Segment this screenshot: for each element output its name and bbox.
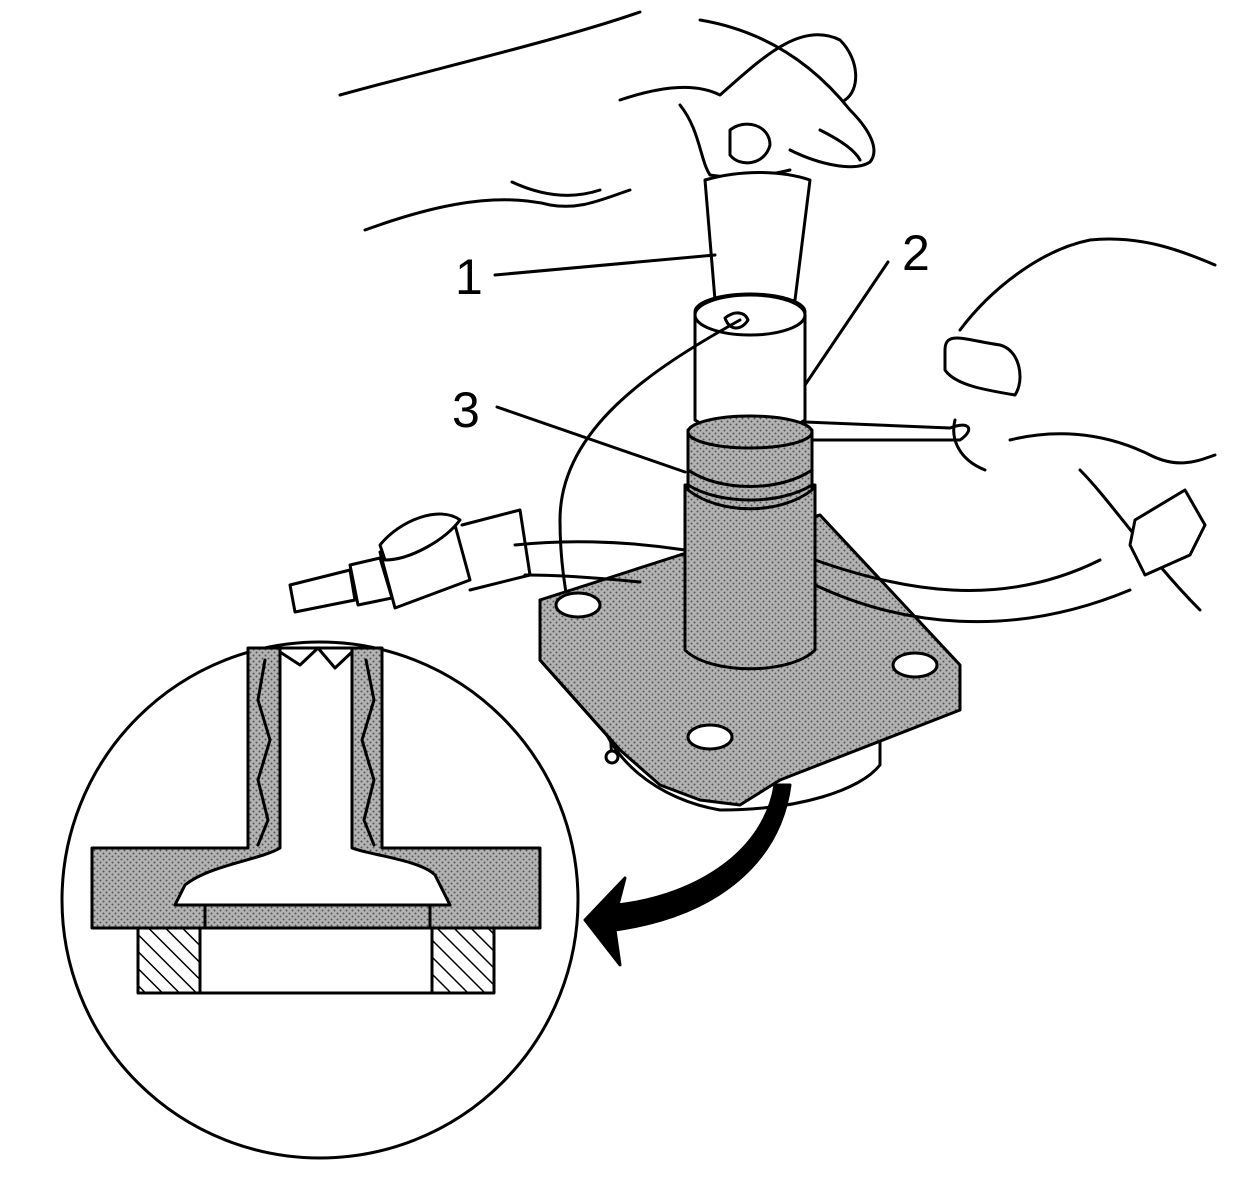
seal-installer-sleeve: [683, 414, 817, 671]
leader-line-1: [493, 253, 717, 277]
air-hose: [288, 508, 1132, 624]
leader-line-2: [803, 260, 890, 387]
leader-line-3: [495, 405, 687, 474]
callout-label-3: 3: [452, 382, 480, 438]
callout-label-2: 2: [902, 225, 930, 281]
thread-gauge-wire: [803, 420, 971, 442]
upper-hand: [338, 10, 876, 232]
callout-label-1: 1: [455, 249, 483, 305]
detail-view: [60, 640, 580, 1160]
tool-handle: [693, 171, 812, 437]
right-hand: [943, 237, 1217, 612]
detail-arrow: [583, 783, 792, 967]
